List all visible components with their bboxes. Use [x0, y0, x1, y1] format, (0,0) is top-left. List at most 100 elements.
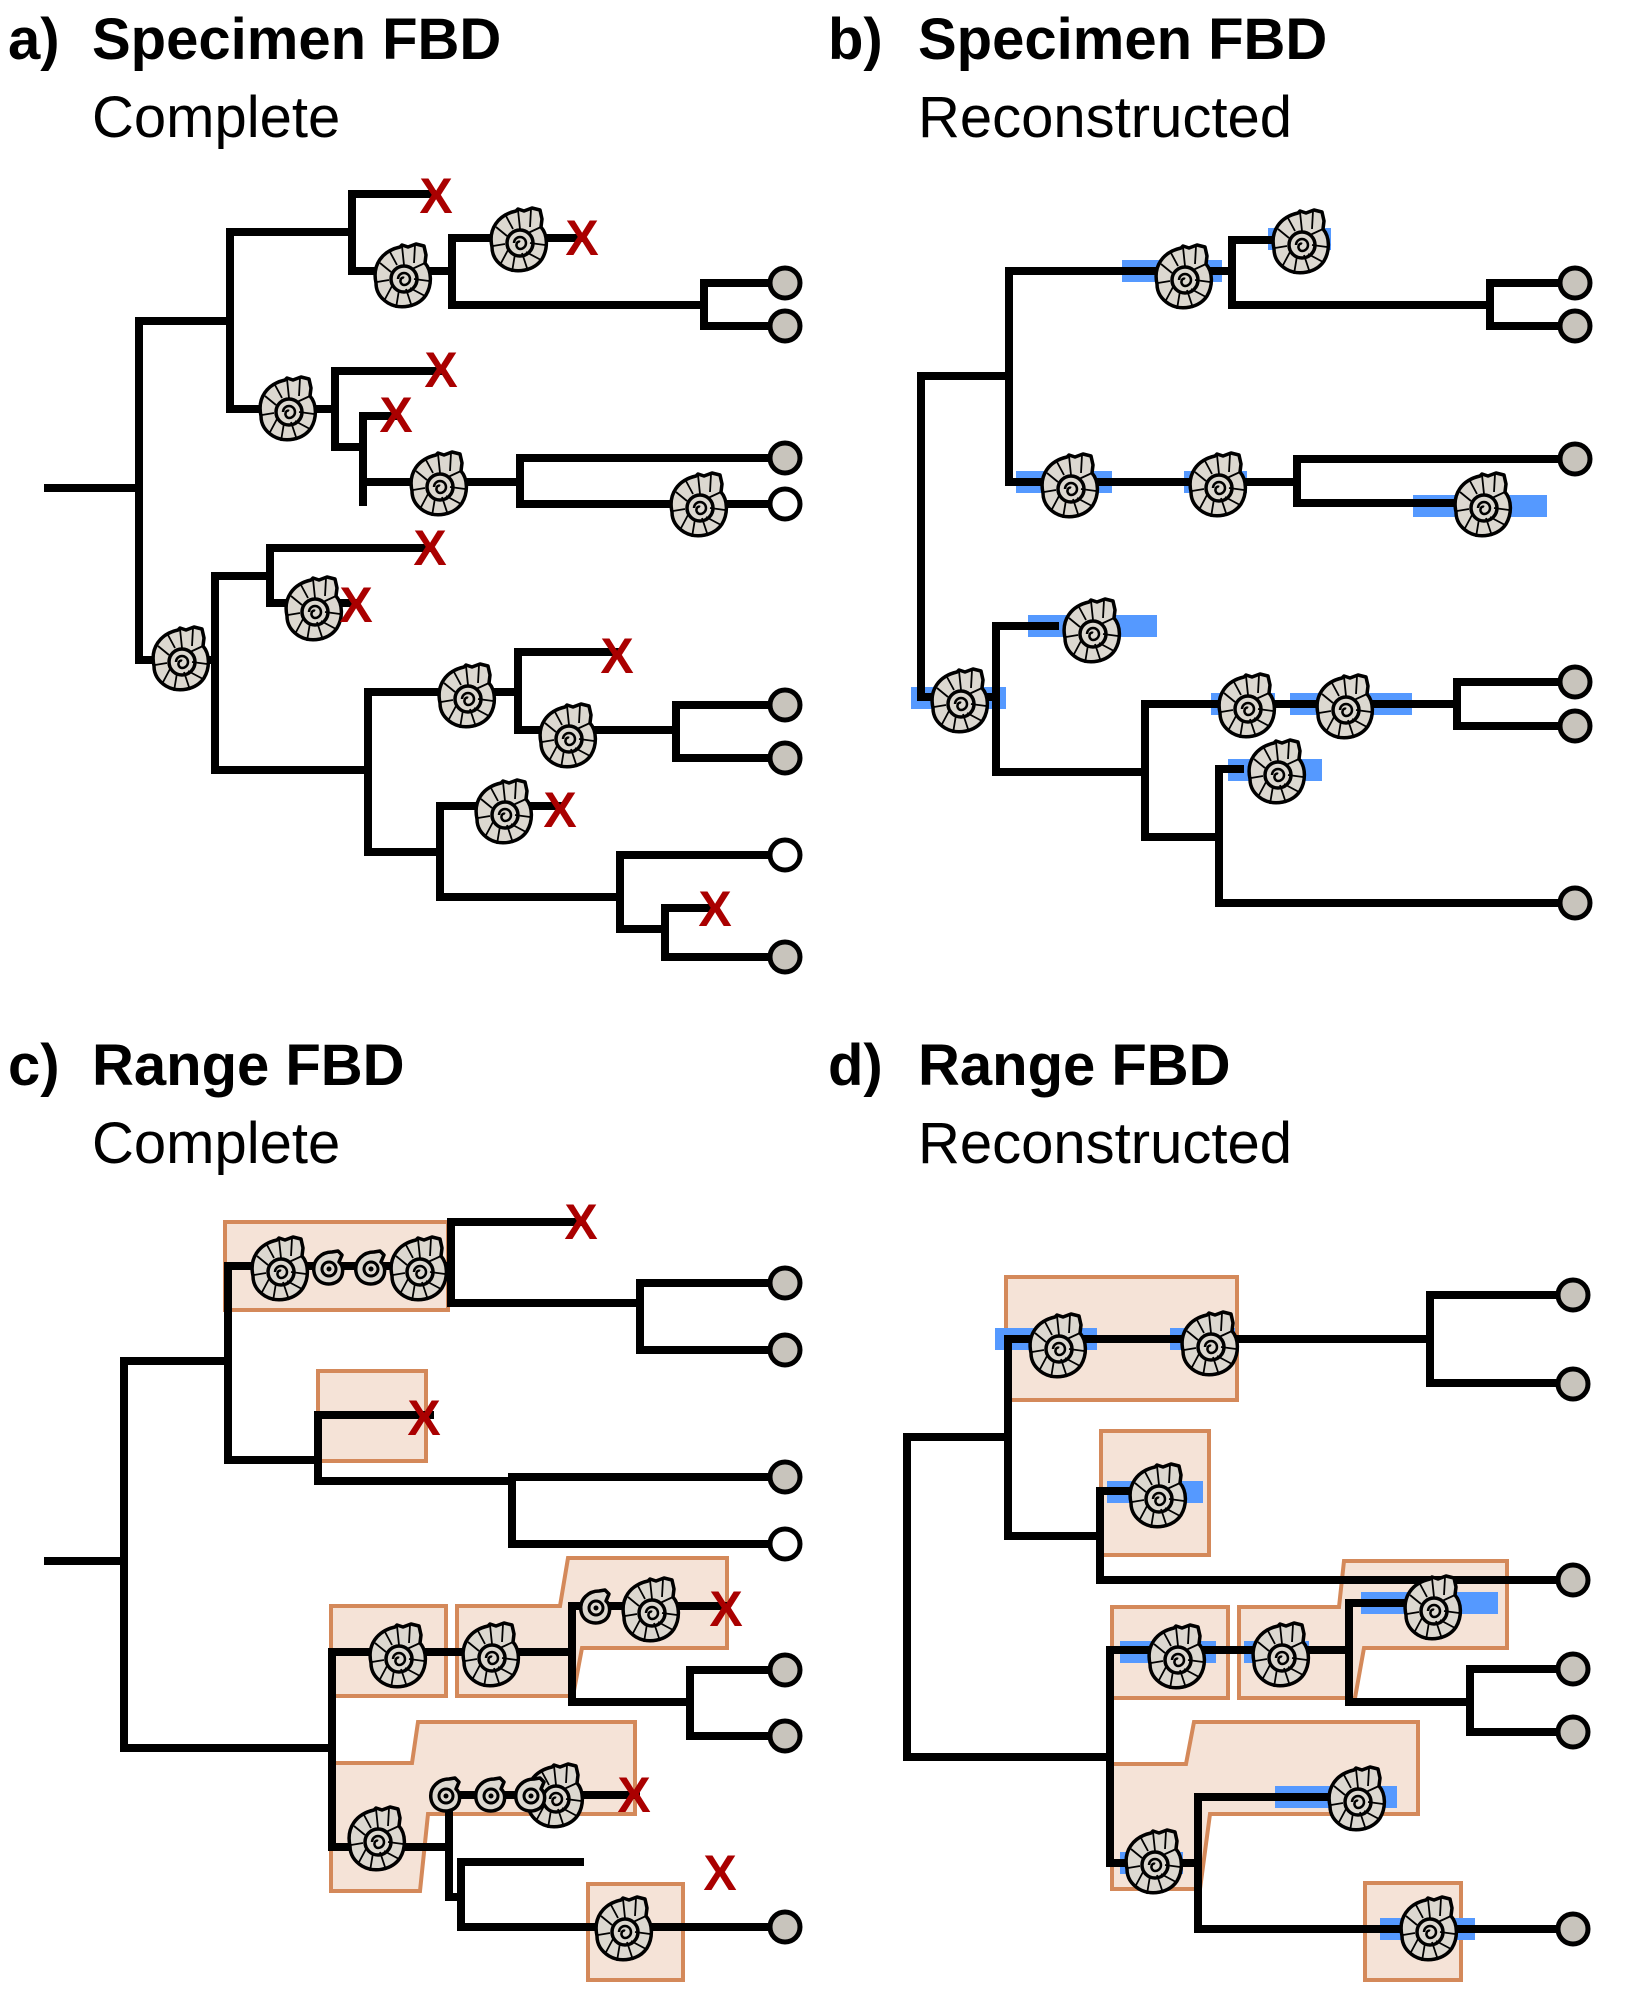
panel-d-sampled-tip-icon [1555, 1651, 1591, 1687]
panel-c-extinction-x-icon: X [703, 1845, 736, 1901]
panel-c-branch [224, 1411, 789, 1548]
panel-c-unsampled-tip-icon [767, 1526, 803, 1562]
panel-c-sampled-tip-icon [767, 1909, 803, 1945]
panel-a-fossil-ammonite-icon [151, 625, 211, 693]
panel-d-branch [903, 1599, 1577, 1867]
panel-a-fossil-ammonite-icon [538, 702, 598, 770]
panel-b-sampled-tip-icon [1557, 708, 1593, 744]
panel-a-sampled-tip-icon [767, 939, 803, 975]
panel-a-branch [135, 190, 789, 413]
panel-c-fossil-ammonite-icon [250, 1235, 310, 1303]
panel-d-letter: d) [828, 1033, 883, 1098]
panel-b-fossil-ammonite-icon [1247, 738, 1307, 806]
panel-a-fossil-ammonite-icon [489, 206, 549, 274]
panel-a-fossil-ammonite-icon [669, 471, 729, 539]
panel-c-fossil-spiral-icon [353, 1249, 387, 1286]
panel-d-fossil-ammonite-icon [1124, 1828, 1184, 1896]
panel-a-extinction-x-icon: X [600, 628, 633, 684]
panel-a-letter: a) [8, 7, 60, 72]
panel-a-extinction-x-icon: X [339, 577, 372, 633]
panel-a-fossil-ammonite-icon [284, 575, 344, 643]
panel-a-fossil-ammonite-icon [373, 242, 433, 310]
panel-b-letter: b) [828, 7, 883, 72]
panel-c-extinction-x-icon: X [564, 1194, 597, 1250]
panel-d-fossil-ammonite-icon [1327, 1765, 1387, 1833]
panel-c-fossil-ammonite-icon [621, 1576, 681, 1644]
panel-a-sampled-tip-icon [767, 308, 803, 344]
panel-d-subheading: Reconstructed [918, 1111, 1292, 1176]
panel-a-heading: Specimen FBD [92, 7, 502, 72]
panel-b-sampled-tip-icon [1557, 265, 1593, 301]
panel-c-heading: Range FBD [92, 1033, 405, 1098]
panel-b-fossil-ammonite-icon [1315, 673, 1375, 741]
panel-a-extinction-x-icon: X [543, 782, 576, 838]
panel-c-fossil-spiral-icon [473, 1776, 507, 1813]
panel-a-extinction-x-icon: X [379, 387, 412, 443]
panel-b-fossil-ammonite-icon [1154, 243, 1214, 311]
panel-a-sampled-tip-icon [767, 265, 803, 301]
panel-c-sampled-tip-icon [767, 1718, 803, 1754]
panel-d-fossil-ammonite-icon [1180, 1310, 1240, 1378]
panel-d-branch [1004, 1487, 1577, 1584]
panel-c-letter: c) [8, 1033, 60, 1098]
panel-c-extinction-x-icon: X [617, 1767, 650, 1823]
panel-a-extinction-x-icon: X [698, 881, 731, 937]
panel-b-sampled-tip-icon [1557, 885, 1593, 921]
panel-b-fossil-ammonite-icon [1453, 471, 1513, 539]
panel-a-sampled-tip-icon [767, 687, 803, 723]
panel-b-sampled-tip-icon [1557, 664, 1593, 700]
panel-c-sampled-tip-icon [767, 1459, 803, 1495]
panel-d-sampled-tip-icon [1555, 1911, 1591, 1947]
panel-d-fossil-ammonite-icon [1128, 1462, 1188, 1530]
panel-b-branch [917, 236, 1579, 701]
panel-d-heading: Range FBD [918, 1033, 1231, 1098]
panel-a-fossil-ammonite-icon [437, 662, 497, 730]
panel-c-fossil-ammonite-icon [347, 1805, 407, 1873]
panel-d-sampled-tip-icon [1555, 1714, 1591, 1750]
panel-d-fossil-ammonite-icon [1251, 1621, 1311, 1689]
panel-a-unsampled-tip-icon [767, 486, 803, 522]
panel-b-fossil-ammonite-icon [930, 667, 990, 735]
panel-c-extinction-x-icon: X [709, 1581, 742, 1637]
panel-b-branch [1005, 455, 1579, 507]
panel-d-sampled-tip-icon [1555, 1366, 1591, 1402]
panel-c-fossil-spiral-icon [428, 1776, 462, 1813]
panel-d-fossil-ammonite-icon [1028, 1312, 1088, 1380]
panel-c-fossil-spiral-icon [578, 1588, 612, 1625]
panel-b-fossil-ammonite-icon [1062, 597, 1122, 665]
panel-b-sampled-tip-icon [1557, 441, 1593, 477]
panel-a-extinction-x-icon: X [419, 168, 452, 224]
panel-c-extinction-x-icon: X [407, 1390, 440, 1446]
panel-c-subheading: Complete [92, 1111, 341, 1176]
panel-d-sampled-tip-icon [1555, 1562, 1591, 1598]
panel-a-sampled-tip-icon [767, 740, 803, 776]
panel-d-fossil-ammonite-icon [1147, 1623, 1207, 1691]
panel-b-fossil-ammonite-icon [1217, 672, 1277, 740]
panel-b-fossil-ammonite-icon [1040, 452, 1100, 520]
panel-d-fossil-ammonite-icon [1403, 1574, 1463, 1642]
panel-a-branch [135, 544, 789, 961]
panel-a-fossil-ammonite-icon [474, 778, 534, 846]
panel-c-fossil-ammonite-icon [461, 1621, 521, 1689]
branches-layer [44, 190, 1579, 1933]
panel-c-sampled-tip-icon [767, 1332, 803, 1368]
panel-a-extinction-x-icon: X [424, 342, 457, 398]
panel-c-fossil-spiral-icon [311, 1249, 345, 1286]
panel-d-sampled-tip-icon [1555, 1277, 1591, 1313]
panel-b-heading: Specimen FBD [918, 7, 1328, 72]
panel-c-fossil-ammonite-icon [594, 1895, 654, 1963]
panel-a-fossil-ammonite-icon [258, 375, 318, 443]
panel-a-extinction-x-icon: X [413, 520, 446, 576]
panel-c-fossil-spiral-icon [513, 1776, 547, 1813]
panel-a-fossil-ammonite-icon [409, 450, 469, 518]
panel-a-unsampled-tip-icon [767, 837, 803, 873]
panel-b-sampled-tip-icon [1557, 308, 1593, 344]
panel-a-extinction-x-icon: X [565, 210, 598, 266]
panel-b-fossil-ammonite-icon [1188, 451, 1248, 519]
panel-c-fossil-ammonite-icon [389, 1235, 449, 1303]
panel-c-sampled-tip-icon [767, 1265, 803, 1301]
panel-c-fossil-ammonite-icon [368, 1622, 428, 1690]
panel-c-sampled-tip-icon [767, 1652, 803, 1688]
